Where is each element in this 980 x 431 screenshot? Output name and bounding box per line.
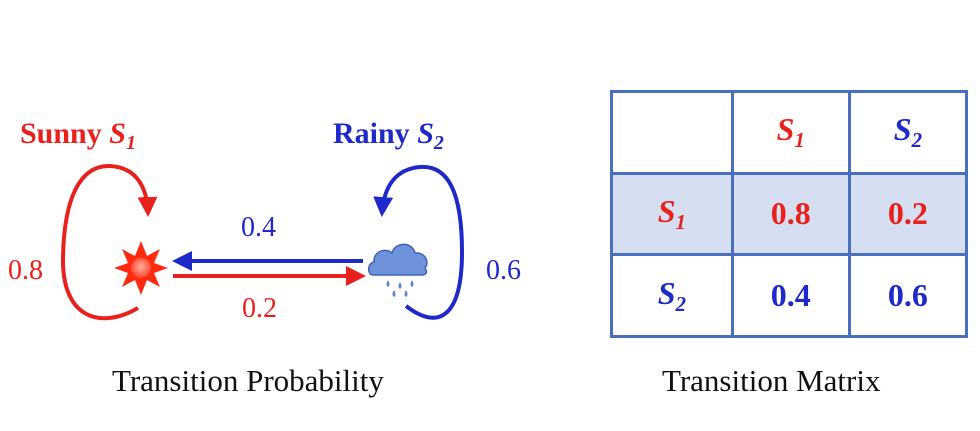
sunny-state-symbol: S [109,117,126,150]
matrix-col-header-s1: S1 [730,90,851,175]
matrix-cell-s2-s1: 0.4 [730,253,851,338]
matrix-row-s2: S2 0.4 0.6 [610,253,969,338]
rain-cloud-icon [367,243,428,297]
sunny-self-loop-arrow [60,163,158,321]
rainy-self-loop-arrow [373,164,465,320]
matrix-col-header-index: 1 [794,128,805,153]
prob-sunny-to-rainy: 0.2 [242,293,277,324]
matrix-row-header-symbol: S [657,192,676,229]
matrix-row-s1: S1 0.8 0.2 [610,171,969,257]
transition-matrix-caption: Transition Matrix [662,363,881,398]
transition-probability-caption: Transition Probability [112,363,384,398]
matrix-row-header-index: 1 [675,209,686,234]
sun-icon [114,241,168,295]
matrix-col-header-symbol: S [776,111,795,148]
matrix-cell-s1-s1: 0.8 [730,171,851,257]
matrix-col-header-s2: S2 [847,90,969,175]
prob-rainy-to-rainy: 0.6 [486,255,521,286]
rainy-state-title: Rainy S2 [333,117,444,155]
matrix-header-row: S1 S2 [610,90,969,175]
matrix-row-header-symbol: S [657,274,676,311]
sunny-state-index: 1 [125,132,136,154]
prob-sunny-to-sunny: 0.8 [8,255,43,286]
prob-rainy-to-sunny: 0.4 [241,212,276,243]
rainy-state-word: Rainy [333,117,410,150]
transition-matrix: S1 S2 S1 0.8 0.2 S2 0.4 0.6 [610,90,969,338]
matrix-row-header-s2: S2 [610,253,734,338]
sunny-state-word: Sunny [20,117,102,150]
matrix-row-header-index: 2 [675,291,686,316]
rainy-state-index: 2 [433,132,444,154]
rainy-state-symbol: S [417,117,434,150]
sunny-state-title: Sunny S1 [20,117,136,155]
matrix-col-header-index: 2 [911,128,923,153]
matrix-cell-s2-s2: 0.6 [847,253,969,338]
matrix-corner-cell [610,90,734,175]
matrix-row-header-s1: S1 [610,171,734,257]
matrix-col-header-symbol: S [893,111,912,148]
matrix-cell-s1-s2: 0.2 [847,171,969,257]
